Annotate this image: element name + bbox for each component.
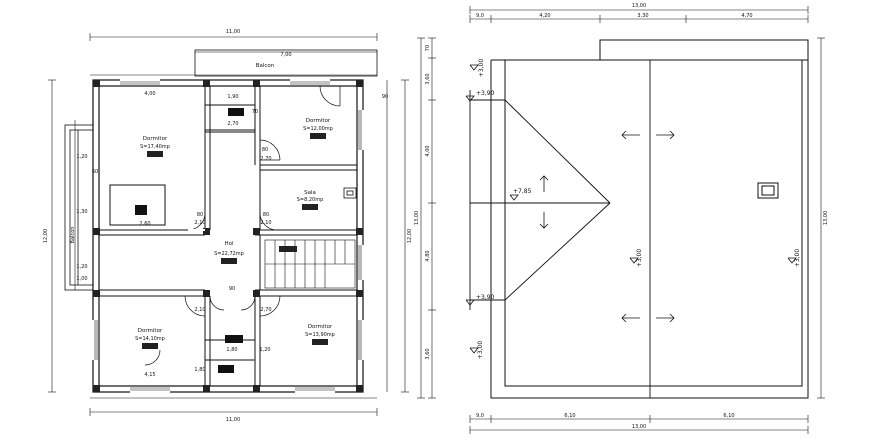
level-tag bbox=[310, 133, 326, 139]
level-tag bbox=[302, 204, 318, 210]
level-top-left: +3,00 bbox=[478, 59, 485, 78]
roof-top-d: 4,70 bbox=[741, 13, 752, 19]
roof-outline bbox=[490, 39, 809, 399]
roof-bottom-total: 13,00 bbox=[632, 424, 646, 430]
roof-top-a: 9,0 bbox=[476, 13, 484, 19]
level-tag bbox=[312, 339, 328, 345]
dim-door-80c: 80 bbox=[263, 212, 269, 218]
room-dorm-bottom-left: Dormitor bbox=[138, 328, 163, 334]
balcony-label: Balcon bbox=[256, 63, 275, 69]
dim-bottom-left: 4,15 bbox=[144, 372, 155, 378]
level-center: +3,00 bbox=[636, 249, 643, 268]
level-bottom-left: +3,00 bbox=[477, 341, 484, 360]
side-label: Balcon bbox=[70, 227, 76, 244]
chimney bbox=[757, 182, 779, 199]
roof-plan-labels: 13,00 9,0 4,20 3,30 4,70 9,0 6,10 6,10 1… bbox=[414, 3, 829, 430]
chimney bbox=[343, 187, 357, 199]
roof-top-c: 3,30 bbox=[637, 13, 648, 19]
level-right: +3,00 bbox=[794, 249, 801, 268]
room-dorm-top-left-area: S=17,40mp bbox=[140, 144, 170, 150]
level-markers bbox=[465, 64, 797, 354]
dim-door-80b: 80 bbox=[197, 212, 203, 218]
level-tag bbox=[221, 258, 237, 264]
roof-left-total: 13,00 bbox=[414, 211, 420, 225]
level-upper-left: +3,90 bbox=[476, 90, 495, 97]
dim-top-left-room: 4,00 bbox=[144, 91, 155, 97]
floor-plan-dimension-lines bbox=[48, 33, 409, 416]
level-lower-left: +3,90 bbox=[476, 294, 495, 301]
room-dorm-top-right-area: S=12,00mp bbox=[303, 126, 333, 132]
dim-tiny-e: 2,10 bbox=[260, 220, 271, 226]
dim-door-90: 90 bbox=[229, 286, 235, 292]
dim-right-upper: 90 bbox=[382, 94, 388, 100]
roof-bottom-b: 6,10 bbox=[564, 413, 575, 419]
room-hall-area: S=22,72mp bbox=[214, 251, 244, 257]
balcony-outline bbox=[194, 49, 378, 77]
roof-right-total: 13,00 bbox=[823, 211, 829, 225]
room-dorm-bottom-right-area: S=13,90mp bbox=[305, 332, 335, 338]
roof-bottom-a: 9,0 bbox=[476, 413, 484, 419]
floor-top-total: 11,00 bbox=[226, 29, 240, 35]
roof-left-c: 4,00 bbox=[425, 145, 431, 156]
dim-tiny-h: 1,20 bbox=[259, 347, 270, 353]
dim-tiny-b: 2,70 bbox=[227, 121, 238, 127]
windows bbox=[91, 78, 365, 394]
roof-plan-dimension-lines bbox=[417, 6, 825, 434]
level-tag bbox=[142, 343, 158, 349]
dim-side-c: 1,20 bbox=[76, 264, 87, 270]
roof-ridges bbox=[469, 60, 651, 398]
room-dorm-bottom-left-area: S=14,10mp bbox=[135, 336, 165, 342]
roof-bottom-c: 6,10 bbox=[723, 413, 734, 419]
level-tag bbox=[279, 246, 297, 252]
dim-tiny-c: 2,70 bbox=[260, 156, 271, 162]
floor-right-total: 12,00 bbox=[407, 229, 413, 243]
dim-side-d: 1,00 bbox=[76, 276, 87, 282]
side-projection bbox=[64, 124, 94, 291]
dim-door-80a: 80 bbox=[262, 147, 268, 153]
dim-tiny-d: 2,10 bbox=[194, 220, 205, 226]
dim-tiny-f: 2,10 bbox=[194, 307, 205, 313]
doors bbox=[144, 85, 341, 366]
dim-door-70: 70 bbox=[252, 109, 258, 115]
dim-side-b: 1,30 bbox=[76, 209, 87, 215]
floor-plan bbox=[48, 33, 409, 416]
floor-bottom-total: 11,00 bbox=[226, 417, 240, 423]
staircase bbox=[264, 239, 356, 289]
dim-tiny-j: 2,60 bbox=[139, 221, 150, 227]
room-dorm-bottom-right: Dormitor bbox=[308, 324, 333, 330]
level-tag bbox=[147, 151, 163, 157]
balcony-width: 7,00 bbox=[280, 52, 291, 58]
dim-tiny-a: 1,90 bbox=[227, 94, 238, 100]
roof-left-e: 3,60 bbox=[425, 348, 431, 359]
roof-plan bbox=[417, 6, 825, 434]
room-living-area: S=8,20mp bbox=[297, 197, 324, 203]
floor-left-total: 12,00 bbox=[43, 229, 49, 243]
columns bbox=[93, 80, 363, 392]
room-dorm-top-right: Dormitor bbox=[306, 118, 331, 124]
roof-left-b: 3,60 bbox=[425, 73, 431, 84]
dim-tiny-g: 1,80 bbox=[226, 347, 237, 353]
room-dorm-top-left: Dormitor bbox=[143, 136, 168, 142]
room-hall: Hol bbox=[224, 241, 234, 247]
dim-tiny-b2: 2,70 bbox=[260, 307, 271, 313]
floor-plan-labels: 11,00 11,00 12,00 12,00 7,00 Balcon 4,00… bbox=[43, 29, 413, 423]
slope-arrows bbox=[539, 130, 675, 323]
room-living: Sala bbox=[304, 190, 316, 196]
fixtures bbox=[135, 108, 244, 373]
roof-left-d: 4,80 bbox=[425, 250, 431, 261]
dim-tiny-i: 1,80 bbox=[194, 367, 205, 373]
roof-top-b: 4,20 bbox=[539, 13, 550, 19]
roof-left-a: 70 bbox=[425, 45, 431, 51]
dim-side-a: 1,20 bbox=[76, 154, 87, 160]
dim-door-60: 60 bbox=[92, 169, 98, 175]
roof-top-total: 13,00 bbox=[632, 3, 646, 9]
level-ridge: +7,85 bbox=[513, 188, 532, 195]
